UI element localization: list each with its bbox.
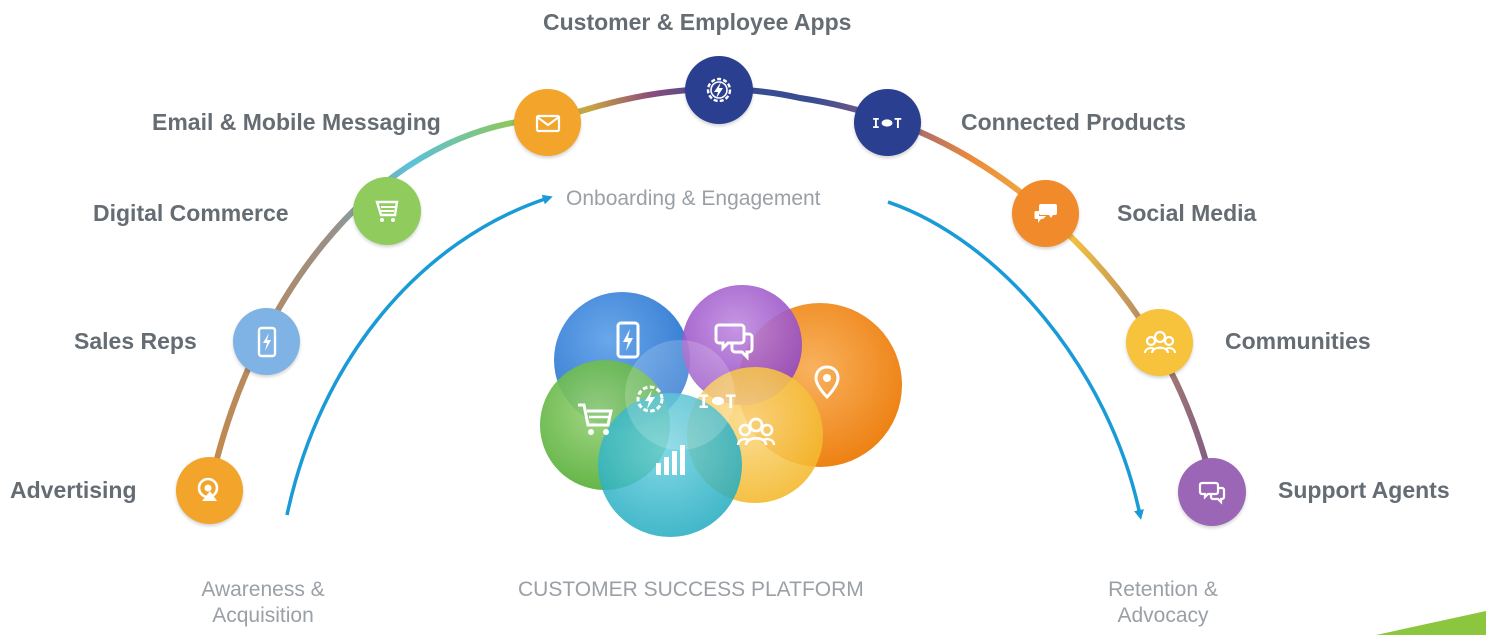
awareness-acquisition-label: Awareness & Acquisition	[183, 577, 343, 629]
iot-i-text: I	[872, 117, 880, 132]
retention-arrow	[887, 200, 1144, 520]
connected-products-node[interactable]: I T	[854, 89, 921, 156]
cloud-iot-t-text: T	[725, 391, 736, 413]
advertising-node[interactable]	[176, 457, 243, 524]
support-agents-label: Support Agents	[1278, 477, 1450, 503]
mobile-lightning-icon	[257, 326, 276, 357]
cloud-gear-icon	[636, 385, 664, 413]
cloud-highlight	[625, 340, 735, 450]
sales-reps-label: Sales Reps	[74, 328, 197, 354]
awareness-line-2: Acquisition	[212, 604, 314, 627]
onboarding-engagement-label: Onboarding & Engagement	[566, 187, 821, 210]
email-mobile-messaging-node[interactable]	[514, 89, 581, 156]
chat-bubbles-icon	[1034, 203, 1057, 223]
customer-employee-apps-label: Customer & Employee Apps	[543, 9, 852, 35]
target-icon	[197, 477, 218, 501]
cloud-iot-i-text: I	[698, 391, 709, 413]
iot-icon: I T	[872, 117, 902, 132]
support-chat-icon	[1198, 481, 1226, 505]
awareness-line-1: Awareness &	[201, 578, 325, 601]
cloud-iot-icon: I T	[698, 391, 736, 413]
retention-line-2: Advocacy	[1117, 604, 1209, 627]
gear-lightning-icon	[706, 77, 732, 103]
digital-commerce-node[interactable]	[353, 177, 421, 245]
cloud-people-icon	[736, 417, 776, 446]
people-icon	[1143, 330, 1176, 353]
iot-t-text: T	[894, 117, 902, 132]
cloud-location-icon	[814, 365, 840, 400]
envelope-icon	[535, 114, 560, 132]
cloud-analytics-icon	[656, 445, 685, 475]
communities-node[interactable]	[1126, 309, 1193, 376]
journey-arc-path	[207, 86, 1216, 491]
communities-label: Communities	[1225, 328, 1371, 354]
sales-reps-node[interactable]	[233, 308, 300, 375]
retention-line-1: Retention &	[1108, 578, 1218, 601]
cart-icon	[375, 200, 399, 222]
social-media-node[interactable]	[1012, 180, 1079, 247]
cloud-teal-circle	[598, 393, 742, 537]
retention-advocacy-label: Retention & Advocacy	[1083, 577, 1243, 629]
cloud-cart-icon	[578, 403, 613, 435]
support-agents-node[interactable]	[1178, 458, 1246, 526]
digital-commerce-label: Digital Commerce	[93, 200, 289, 226]
connected-products-label: Connected Products	[961, 109, 1186, 135]
email-mobile-messaging-label: Email & Mobile Messaging	[152, 109, 441, 135]
corner-accent	[1376, 611, 1486, 635]
customer-success-cloud: I T	[540, 285, 902, 537]
customer-success-platform-label: CUSTOMER SUCCESS PLATFORM	[518, 578, 864, 601]
cloud-mobile-icon	[616, 321, 640, 359]
customer-employee-apps-node[interactable]	[685, 56, 753, 124]
advertising-label: Advertising	[10, 477, 137, 503]
social-media-label: Social Media	[1117, 200, 1257, 226]
cloud-chat-icon	[714, 323, 754, 361]
acquisition-arrow	[285, 194, 553, 516]
